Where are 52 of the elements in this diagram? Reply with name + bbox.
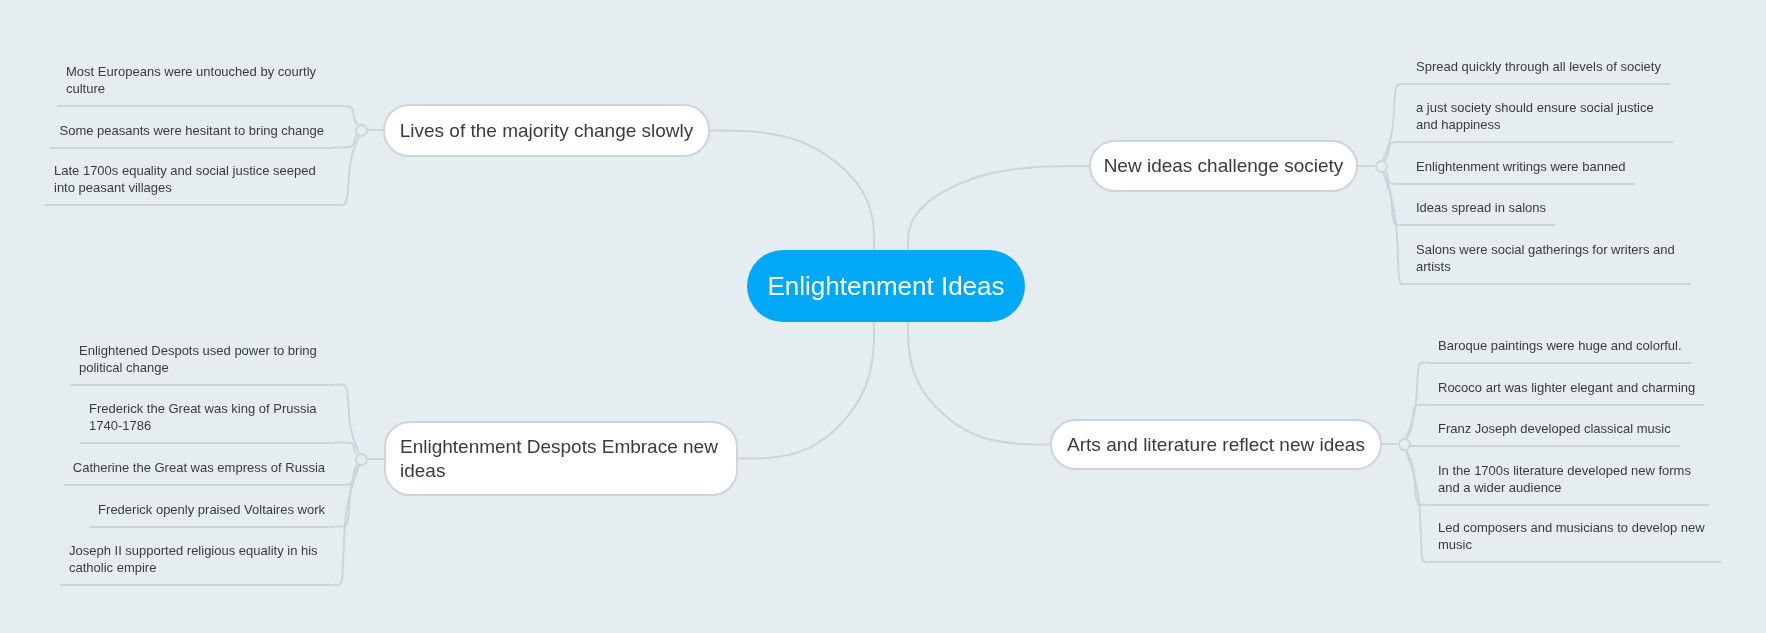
connector-line bbox=[907, 321, 1051, 446]
connector-line bbox=[333, 383, 360, 454]
main-topic bbox=[1089, 140, 1358, 192]
connector-line bbox=[332, 105, 359, 126]
subtopic-text: Joseph II supported religious equality in his catholic empire bbox=[69, 541, 319, 576]
connector-line bbox=[1405, 361, 1430, 439]
subtopic-text: Spread quickly through all levels of society bbox=[1416, 58, 1661, 75]
connector-line bbox=[333, 464, 360, 528]
main-topic-text: Arts and literature reflect new ideas bbox=[1067, 433, 1365, 456]
main-topic-text: Lives of the majority change slowly bbox=[399, 119, 694, 142]
subtopic-text: Some peasants were hesitant to bring change bbox=[59, 121, 324, 139]
main-topic bbox=[1050, 419, 1382, 470]
subtopic-text: Enlightenment writings were banned bbox=[1416, 158, 1626, 175]
connector-line bbox=[333, 441, 358, 455]
subtopic-text: Baroque paintings were huge and colorful. bbox=[1438, 336, 1682, 354]
main-topic-text: New ideas challenge society bbox=[1103, 155, 1344, 177]
subtopic-text: Ideas spread in salons bbox=[1416, 199, 1547, 216]
subtopic-text: Catherine the Great was empress of Russia bbox=[72, 459, 325, 476]
subtopic-text: Rococo art was lighter elegant and charming bbox=[1438, 378, 1696, 396]
connector-line bbox=[1404, 449, 1430, 563]
connector-line bbox=[1382, 171, 1408, 226]
subtopic-text: Salons were social gatherings for writers and artists bbox=[1416, 241, 1676, 275]
subtopic-text: Frederick the Great was king of Prussia 1740-1786 bbox=[89, 399, 318, 434]
connector-line bbox=[332, 134, 359, 149]
connector-line bbox=[1383, 141, 1408, 162]
subtopic-text: In the 1700s literature developed new forms and a wider audience bbox=[1438, 461, 1692, 496]
subtopic-text: Led composers and musicians to develop new music bbox=[1438, 519, 1706, 553]
connector-line bbox=[737, 321, 875, 460]
subtopic-text: Frederick openly praised Voltaires work bbox=[98, 500, 325, 518]
junction-circle-icon bbox=[1374, 159, 1388, 173]
connector-line bbox=[709, 129, 875, 251]
connector-line bbox=[332, 135, 360, 206]
junction-circle-icon bbox=[354, 123, 368, 137]
subtopic-text: Franz Joseph developed classical music bbox=[1438, 420, 1671, 437]
junction-circle-icon bbox=[354, 452, 368, 466]
subtopic-text: Late 1700s equality and social justice seeped into peasant villages bbox=[54, 162, 317, 196]
junction-circle-icon bbox=[1397, 437, 1411, 451]
subtopic-text: a just society should ensure social justice and happiness bbox=[1416, 99, 1655, 133]
main-topic bbox=[383, 104, 710, 157]
connector-line bbox=[1405, 403, 1430, 440]
connector-line bbox=[1381, 171, 1408, 285]
connector-line bbox=[1382, 83, 1408, 161]
connector-line bbox=[333, 464, 361, 586]
central-topic-text: Enlightenment Ideas bbox=[767, 270, 1005, 302]
connector-line bbox=[1383, 170, 1408, 185]
connector-line bbox=[333, 463, 359, 486]
connector-line bbox=[907, 165, 1090, 251]
main-topic-text: Enlightenment Despots Embrace new ideas bbox=[400, 434, 719, 483]
connector-line bbox=[1405, 449, 1430, 506]
subtopic-text: Enlightened Despots used power to bring political change bbox=[79, 341, 318, 376]
main-topic bbox=[384, 421, 738, 496]
subtopic-text: Most Europeans were untouched by courtly culture bbox=[66, 63, 318, 97]
